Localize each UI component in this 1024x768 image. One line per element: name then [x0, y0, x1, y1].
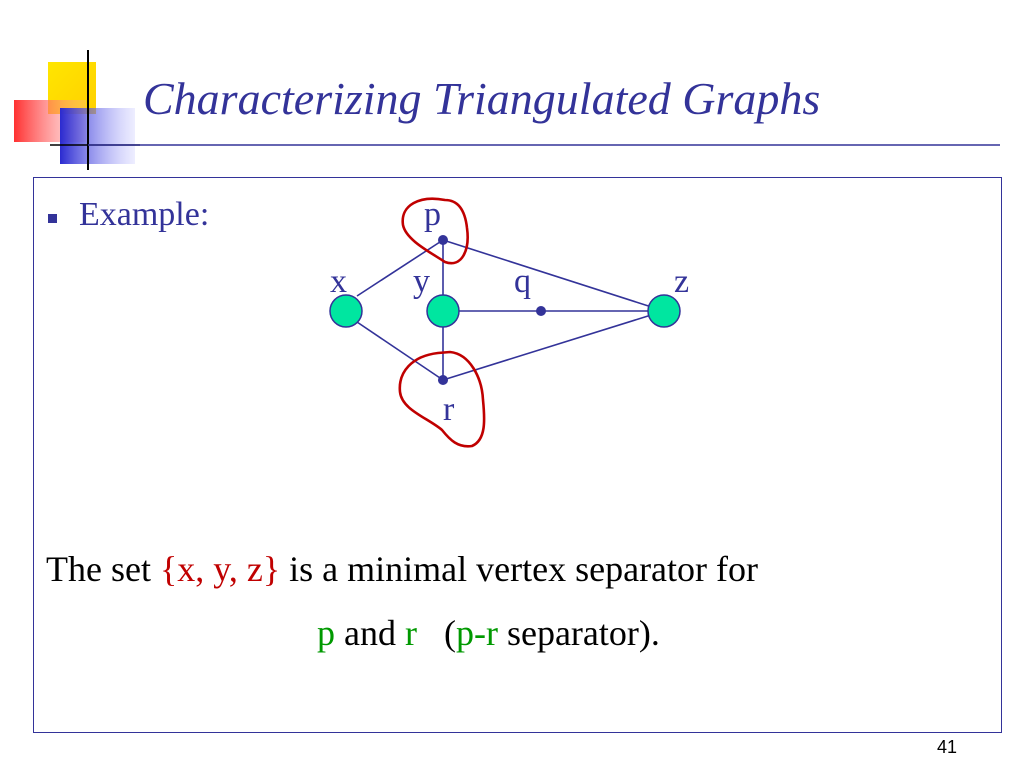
- statement-prefix: The set: [46, 549, 160, 589]
- separator-set: {x, y, z}: [159, 549, 281, 589]
- separator-word: separator).: [497, 613, 660, 653]
- slide-title: Characterizing Triangulated Graphs: [143, 73, 821, 124]
- slide-number: 41: [937, 737, 958, 757]
- content-box: [33, 177, 1002, 733]
- statement-suffix: is a minimal vertex separator for: [280, 549, 758, 589]
- statement-line-2: p and r (p-r separator).: [317, 612, 660, 654]
- node-a-text: p: [317, 613, 335, 653]
- gap-text: (: [416, 613, 456, 653]
- pair-text: p-r: [455, 613, 498, 653]
- corner-decoration: [14, 50, 140, 170]
- and-text: and: [335, 613, 405, 653]
- statement-line-1: The set {x, y, z} is a minimal vertex se…: [46, 548, 758, 590]
- bullet-text: Example:: [79, 196, 210, 233]
- bullet-item: Example:: [48, 196, 209, 234]
- bullet-square-icon: [48, 213, 57, 223]
- node-b-text: r: [404, 613, 417, 653]
